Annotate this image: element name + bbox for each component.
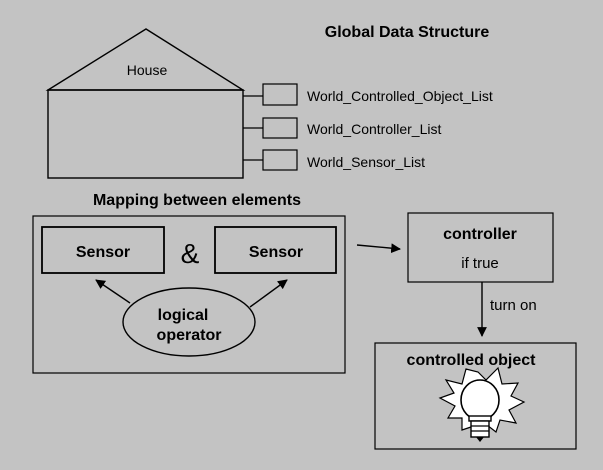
operator-label-line1: logical	[158, 307, 209, 324]
list-box	[262, 83, 298, 106]
list-label: World_Controlled_Object_List	[307, 88, 493, 104]
turn-on-label: turn on	[490, 297, 537, 314]
sensor-label-right: Sensor	[249, 244, 303, 261]
mapping-title: Mapping between elements	[93, 192, 301, 209]
bulb-glass	[460, 379, 500, 421]
sensor-box-left	[41, 226, 165, 274]
controller-condition: if true	[461, 255, 499, 272]
mapping-frame	[32, 215, 346, 374]
logical-operator-ellipse	[122, 287, 256, 357]
sensor-box-right	[214, 226, 337, 274]
house-roof	[45, 28, 246, 91]
arrow-to-controller	[356, 243, 401, 254]
arrow-to-right-sensor	[249, 279, 288, 308]
controlled-object-title: controlled object	[407, 352, 537, 369]
list-box	[262, 149, 298, 171]
sensor-label-left: Sensor	[76, 244, 130, 261]
house-body	[47, 89, 244, 179]
house-label: House	[127, 62, 168, 78]
bulb-neck	[468, 415, 492, 422]
global-data-title: Global Data Structure	[325, 24, 490, 41]
bulb-base	[470, 420, 490, 438]
list-label: World_Sensor_List	[307, 154, 425, 170]
house-shape: House	[45, 28, 246, 179]
controller-box	[407, 212, 554, 283]
operator-label-line2: operator	[157, 327, 222, 344]
bulb-tip	[476, 437, 484, 442]
controlled-object-box	[374, 342, 577, 450]
ampersand-symbol: &	[181, 238, 200, 269]
arrow-to-left-sensor	[95, 279, 131, 304]
list-box	[262, 117, 298, 139]
house-lists: World_Controlled_Object_List World_Contr…	[243, 83, 493, 171]
light-bulb-icon	[438, 366, 526, 442]
list-label: World_Controller_List	[307, 121, 441, 137]
controller-title: controller	[443, 226, 517, 243]
